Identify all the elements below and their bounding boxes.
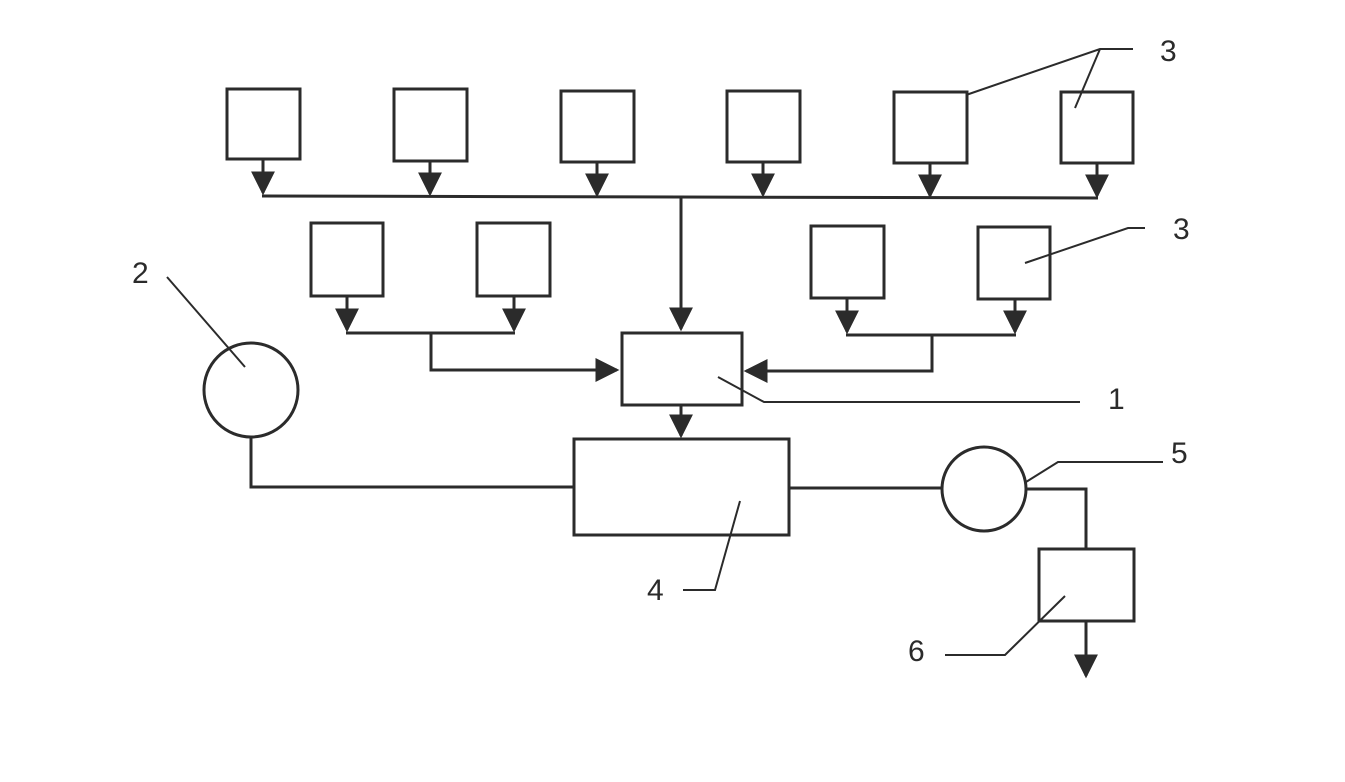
leader-3-right bbox=[1024, 227, 1145, 264]
source-to-main-line bbox=[249, 437, 574, 489]
leader-lines bbox=[166, 48, 1163, 656]
sensor-box-mid-left-2 bbox=[475, 221, 552, 298]
label-6: 6 bbox=[908, 635, 925, 668]
label-3-top: 3 bbox=[1160, 35, 1177, 68]
controller-box bbox=[620, 331, 744, 407]
sensor-box-mid-left-1 bbox=[309, 221, 385, 298]
main-unit-box bbox=[572, 437, 791, 537]
leader-1 bbox=[717, 376, 1080, 403]
top-sensor-row bbox=[225, 87, 1135, 165]
leader-3-top-branch bbox=[1074, 48, 1101, 109]
top-bus bbox=[251, 159, 1109, 332]
sensor-box-top-2 bbox=[392, 87, 469, 163]
leader-5 bbox=[1025, 461, 1163, 483]
label-5: 5 bbox=[1171, 437, 1188, 470]
leader-6 bbox=[945, 595, 1066, 656]
left-sensor-pair bbox=[309, 221, 620, 382]
right-pair-to-controller bbox=[743, 335, 934, 383]
left-pair-to-controller bbox=[429, 333, 620, 382]
right-sensor-pair bbox=[743, 224, 1052, 383]
label-3-right: 3 bbox=[1173, 213, 1190, 246]
label-2: 2 bbox=[132, 257, 149, 290]
sensor-box-top-5 bbox=[892, 90, 969, 165]
label-4: 4 bbox=[647, 574, 664, 607]
label-1: 1 bbox=[1108, 383, 1125, 416]
sensor-box-mid-right-1 bbox=[809, 224, 886, 300]
leader-2 bbox=[166, 276, 246, 368]
number-labels: 3 3 2 1 5 4 6 bbox=[132, 35, 1190, 668]
sensor-box-top-3 bbox=[559, 89, 636, 164]
source-circle bbox=[202, 341, 300, 439]
pump-to-output-line bbox=[1026, 487, 1088, 549]
pump-circle bbox=[940, 445, 1028, 533]
leader-4 bbox=[683, 500, 741, 591]
sensor-box-mid-right-2 bbox=[976, 225, 1052, 301]
sensor-box-top-1 bbox=[225, 87, 302, 161]
leader-3-top bbox=[965, 48, 1133, 96]
sensor-box-top-4 bbox=[725, 89, 802, 164]
sensor-box-top-6 bbox=[1059, 90, 1135, 165]
output-unit-box bbox=[1037, 547, 1136, 623]
